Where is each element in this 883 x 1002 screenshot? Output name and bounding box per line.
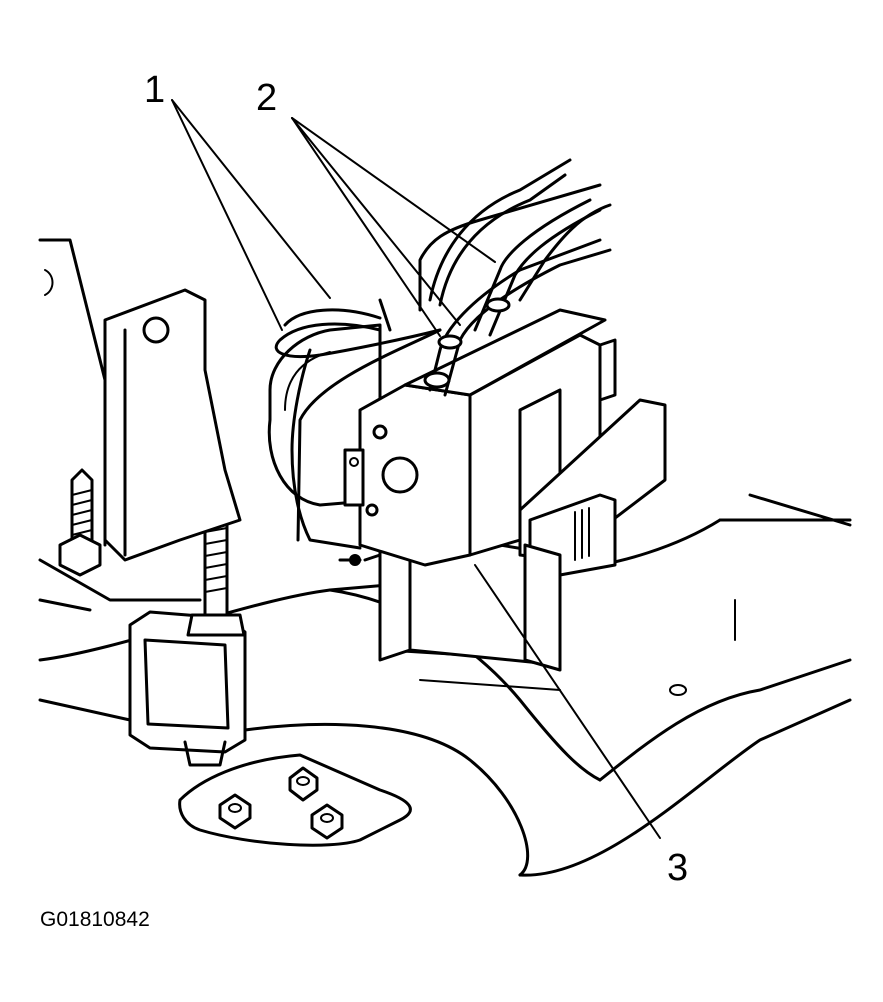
callout-3: 3 [667,847,688,889]
callout-1: 1 [144,69,165,111]
brake-pipes [418,158,612,397]
left-stud [58,468,102,577]
leader-2a [291,117,496,263]
leader-2b [291,117,441,337]
lower-mount-plate [178,753,412,847]
leader-1a [171,99,331,299]
leader-1b [171,99,283,331]
left-bracket [38,238,242,612]
callout-2: 2 [256,77,277,119]
box-mount [128,610,247,767]
mounting-stud [186,508,246,637]
nut-2 [288,766,319,802]
modulator-support [338,528,562,667]
leader-2c [291,117,461,326]
leader-lines [171,99,661,839]
brake-pipe-loop [274,298,442,550]
ebcm [468,333,667,672]
nut-1 [218,793,252,830]
abs-modulator-valve [343,308,607,567]
leader-3 [474,564,661,839]
nut-3 [310,803,344,840]
figure-id: G01810842 [40,908,150,931]
